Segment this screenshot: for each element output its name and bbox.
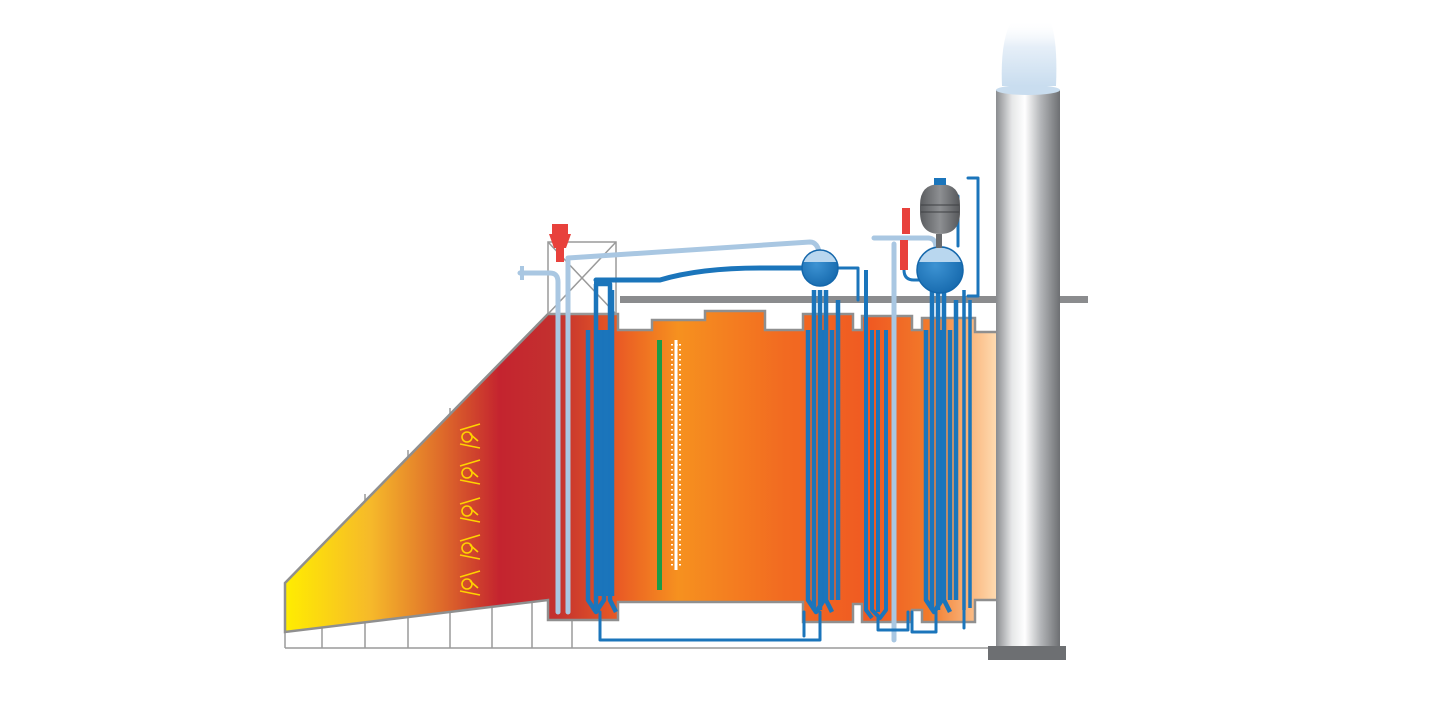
exhaust-stack bbox=[988, 85, 1066, 660]
evaporator-coils-2 bbox=[923, 290, 959, 615]
safety-valve-left bbox=[549, 224, 571, 262]
exhaust-plume bbox=[1001, 20, 1057, 86]
burner-1 bbox=[459, 423, 481, 449]
economizer-coils bbox=[864, 270, 888, 620]
burner-4 bbox=[459, 534, 481, 560]
gas-path-casing bbox=[283, 309, 1000, 634]
burner-3 bbox=[459, 497, 481, 523]
hp-steam-drum bbox=[801, 249, 839, 287]
burner-2 bbox=[459, 459, 481, 485]
platform-beam-front bbox=[1060, 296, 1088, 303]
circulation-piping bbox=[598, 176, 980, 642]
platform-beam bbox=[620, 296, 1088, 303]
ammonia-injection-grid bbox=[671, 340, 681, 570]
safety-valve-right bbox=[900, 208, 910, 270]
scr-catalyst bbox=[657, 340, 662, 590]
lp-coils bbox=[962, 290, 972, 610]
evaporator-coils-1 bbox=[805, 290, 841, 615]
burner-5 bbox=[459, 570, 481, 596]
safety-valve-right-pipe bbox=[902, 269, 930, 282]
main-steam-line bbox=[593, 265, 809, 283]
duct-burners bbox=[459, 423, 481, 596]
lp-steam-drum bbox=[916, 245, 964, 294]
superheater-coils bbox=[585, 281, 619, 615]
deaerator-tank bbox=[920, 178, 960, 248]
